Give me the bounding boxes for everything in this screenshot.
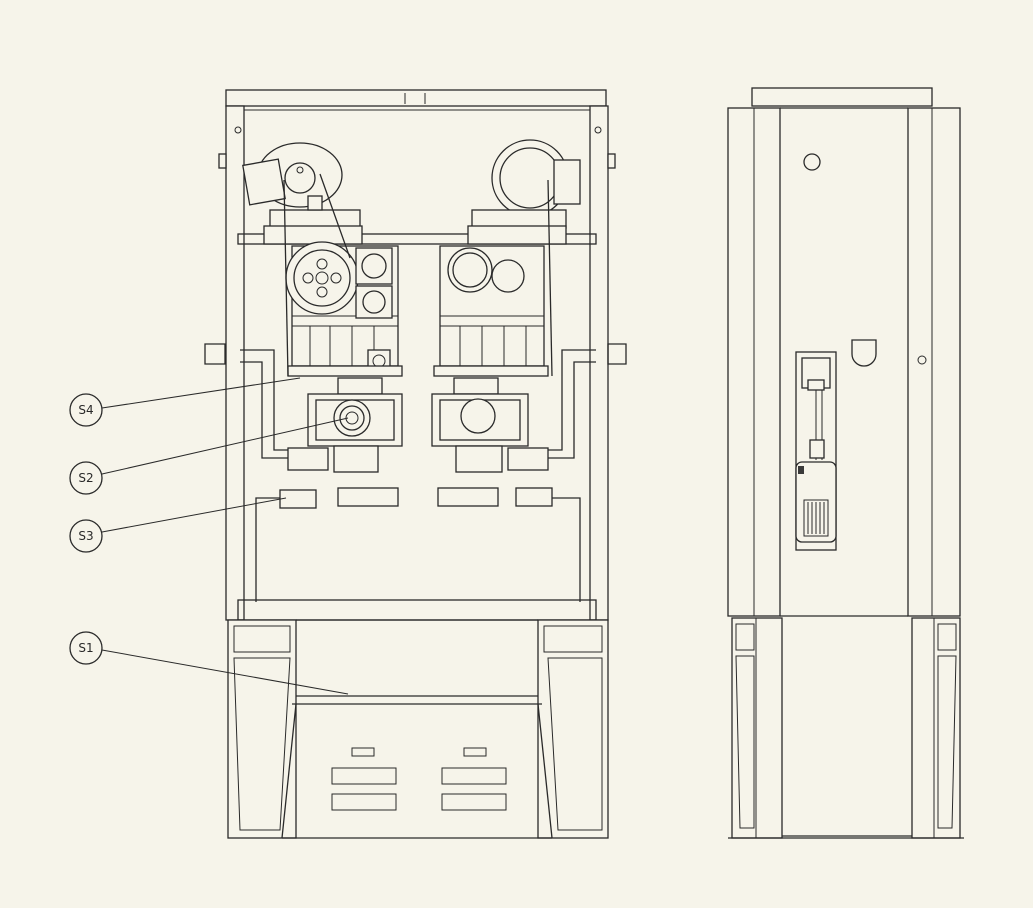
front-right-post [589,105,609,621]
right-pump-unit [433,179,553,377]
callout-s4-label: S4 [78,403,93,417]
front-base-rail [237,599,597,621]
left-meter [279,377,403,509]
front-lower-cabinet [227,619,609,839]
side-right-column [907,107,961,617]
left-motor [242,142,363,245]
callout-s1: S1 [69,631,349,695]
right-meter [431,377,553,507]
side-port-hole [803,153,821,171]
callout-s3: S3 [69,497,287,553]
callout-s4: S4 [69,377,301,427]
side-lock [851,339,877,367]
side-view [727,87,964,839]
callout-s2: S2 [69,417,349,495]
left-pump-unit [283,173,403,377]
front-view: S4 S2 S3 S1 [69,89,627,839]
nozzle-holster [795,351,837,551]
left-pulley [285,241,359,315]
callout-s2-label: S2 [78,471,93,485]
callout-s3-label: S3 [78,529,93,543]
front-left-post [225,105,245,621]
callout-s1-label: S1 [78,641,93,655]
right-motor [467,139,581,245]
side-top-cap [751,87,933,107]
front-top-cap [225,89,607,107]
